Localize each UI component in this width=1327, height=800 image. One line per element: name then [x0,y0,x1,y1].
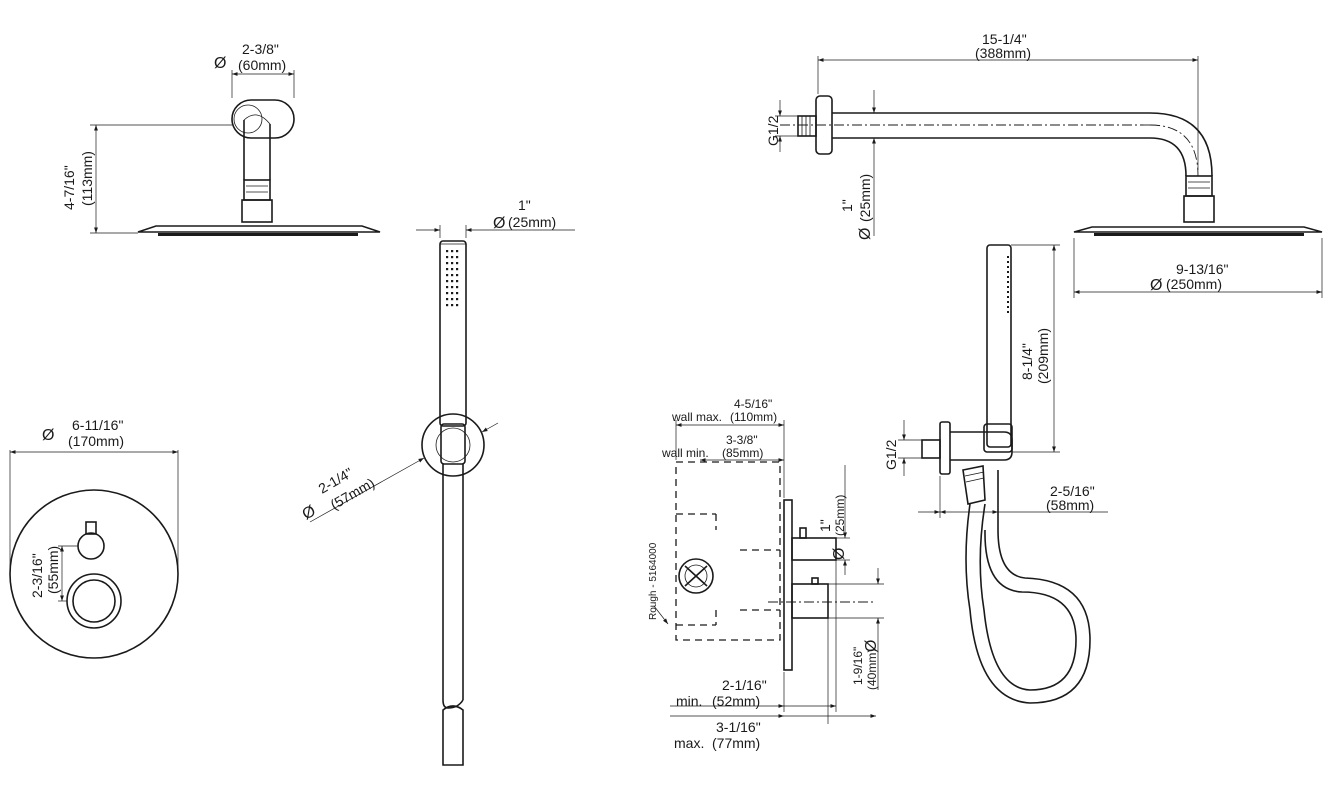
wall-max-imperial: 4-5/16" [734,397,772,411]
diverter-stem [85,521,97,535]
arm-flange-dia-symbol: Ø [214,55,226,72]
outlet-thread-label: G1/2 [883,439,899,470]
proj-min-imperial: 2-1/16" [722,677,767,693]
plate-dia-symbol: Ø [42,427,54,444]
handshower-length-metric: (209mm) [1035,328,1051,384]
valve-knob-dia-symbol: Ø [863,640,880,652]
arm-bend-outer [1149,112,1213,177]
wall-min-imperial: 3-3/8" [726,433,758,447]
valve-knob-dia-metric: (40mm) [865,649,879,690]
outlet-holder-clip [983,423,1013,453]
diverter-knob [77,532,105,560]
handshower-front-view: 1" Ø (25mm) Ø 2-1/4" (57mm) [300,197,575,766]
proj-min-label: min. [676,693,702,709]
wall-max-metric: (110mm) [730,410,777,424]
wall-flange [231,99,295,139]
hose-dia-symbol: Ø [493,215,505,232]
outlet-flange [939,421,951,475]
valve-stem-dia-imperial: 1" [817,519,833,532]
wall-min-metric: (85mm) [722,446,763,460]
valve-knob-dia-imperial: 1-9/16" [851,647,865,685]
arm-bend-inner [1149,137,1187,177]
arm-flange-dia-imperial: 2-3/8" [242,41,279,57]
arm-thread-stub [797,115,817,137]
head-dia-imperial: 9-13/16" [1176,261,1228,277]
handshower-side-nozzles [1007,256,1009,313]
wall-holder-disk [421,413,485,477]
wall-max-label: wall max. [671,410,722,424]
head-dia-metric: (250mm) [1166,276,1222,292]
handshower-nozzles [446,250,459,307]
plate-spacing-imperial: 2-3/16" [29,553,45,598]
outlet-holder-arm [950,431,1013,461]
arm-height-metric: (113mm) [79,151,95,206]
handshower-side-body [986,244,1012,448]
hose-loop-outer [965,470,1091,704]
shower-arm-side-view: Ø 2-3/8" (60mm) 4-7/16" (113mm) [61,41,381,236]
rough-body [675,461,781,641]
holder-clip [440,423,466,465]
proj-max-metric: (77mm) [712,735,760,751]
handshower-body [439,240,467,427]
arm-tube-section [233,104,263,134]
valve-section-view: wall max. 4-5/16" (110mm) wall min. 3-3/… [648,397,884,751]
wall-arm-side-view: 15-1/4" (388mm) G1/2 1" Ø (25mm) 9-13/16… [765,31,1323,298]
ball-joint [243,179,271,201]
shower-head [137,225,381,233]
hose-dia-imperial: 1" [518,197,531,213]
arm-height-imperial: 4-7/16" [61,165,77,210]
nozzle-row [158,233,358,236]
rough-label: Rough - 5164000 [648,542,659,620]
outlet-projection-metric: (58mm) [1046,497,1094,513]
trim-plate-front-view: Ø 6-11/16" (170mm) 2-3/16" (55mm) [9,417,179,659]
hose-end [442,705,464,766]
wall-min-label: wall min. [661,446,709,460]
plate-dia-imperial: 6-11/16" [72,417,123,433]
head-dia-symbol: Ø [1150,277,1162,294]
plate-dia-metric: (170mm) [68,433,124,449]
arm-tube-dia-symbol: Ø [857,228,874,240]
thermostat-knob-side [791,583,829,619]
outlet-thread [921,439,941,459]
plate-spacing-metric: (55mm) [45,546,61,594]
head-connector [241,199,273,223]
holder-dia-symbol: Ø [300,503,319,524]
valve-stem-dia-symbol: Ø [831,548,848,560]
trim-plate [9,489,179,659]
valve-stem-dia-metric: (25mm) [833,495,847,536]
wall-holder-inner [435,427,471,463]
proj-max-imperial: 3-1/16" [716,719,761,735]
hose-dia-metric: (25mm) [508,214,556,230]
valve-port [678,558,714,594]
arm-length-imperial: 15-1/4" [982,31,1027,47]
thermostat-knob [66,573,122,629]
arm-head-nozzles [1094,233,1304,236]
proj-max-label: max. [674,735,704,751]
arm-length-metric: (388mm) [975,45,1031,61]
outlet-projection-imperial: 2-5/16" [1050,483,1095,499]
arm-flange-dia-metric: (60mm) [238,57,286,73]
wall-plate [783,499,793,671]
diverter-stem-side [791,537,837,561]
hose-loop-inner [979,503,1077,691]
handshower-side-view: G1/2 8-1/4" (209mm) 2-5/16" (58mm) [883,244,1108,704]
arm-tube-dia-imperial: 1" [839,199,855,212]
arm-head-connector [1183,195,1215,223]
handshower-length-imperial: 8-1/4" [1019,343,1035,380]
hose-connector [962,465,986,505]
thermostat-knob-inner [72,579,116,623]
arm-shower-head [1073,226,1323,233]
arm-tube-dia-metric: (25mm) [857,174,873,222]
arm-thread-label: G1/2 [765,115,781,146]
arm-ball-joint [1185,175,1213,197]
proj-min-metric: (52mm) [712,693,760,709]
